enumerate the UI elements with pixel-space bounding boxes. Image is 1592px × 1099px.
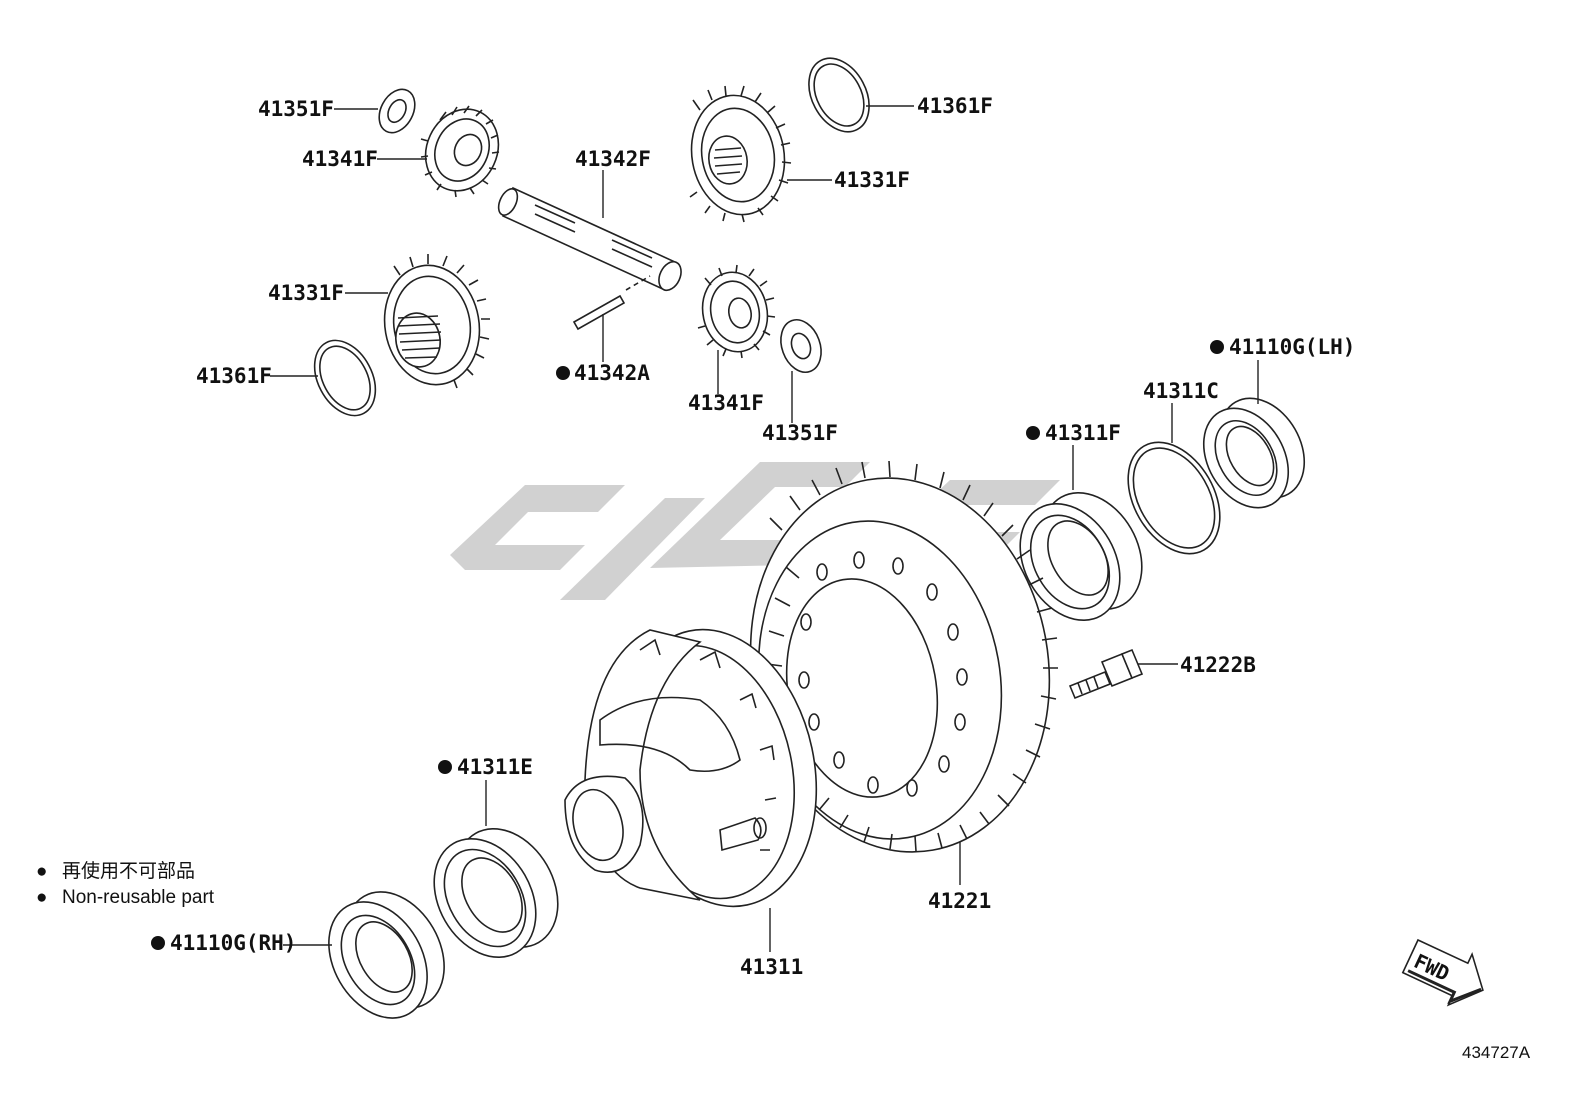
- thrust-washer-41351F-bottom: [780, 319, 822, 373]
- non-reusable-marker-41311E: [438, 760, 452, 774]
- label-41331F-right: 41331F: [834, 168, 910, 192]
- fwd-direction-arrow: FWD: [1401, 938, 1484, 1007]
- label-41331F-left: 41331F: [268, 281, 344, 305]
- label-41110G-RH: 41110G(RH): [170, 931, 296, 955]
- label-41342F: 41342F: [575, 147, 651, 171]
- label-41341F-bottom: 41341F: [688, 391, 764, 415]
- legend-text-japanese: 再使用不可部品: [62, 860, 195, 882]
- legend-marker-1: ●: [36, 861, 47, 882]
- pinion-gear-41341F-bottom: [697, 264, 776, 359]
- pinion-shaft-41342F: [497, 186, 682, 292]
- label-41311F: 41311F: [1045, 421, 1121, 445]
- legend-marker-2: ●: [36, 887, 47, 908]
- label-41222B: 41222B: [1180, 653, 1256, 677]
- pin-41342A: [572, 275, 651, 331]
- oil-seal-41110G-LH: [1202, 397, 1306, 509]
- bearing-41311F: [1019, 491, 1143, 622]
- legend: ● 再使用不可部品 ● Non-reusable part: [36, 860, 215, 908]
- label-41311: 41311: [740, 955, 803, 979]
- ring-gear-41221: [749, 460, 1058, 853]
- ring-gear-bolt-holes: [798, 551, 968, 797]
- label-41311E: 41311E: [457, 755, 533, 779]
- side-gear-41331F-left: [383, 254, 490, 389]
- non-reusable-marker-41110G-LH: [1210, 340, 1224, 354]
- shim-41311C: [1127, 441, 1221, 555]
- label-41341F-top: 41341F: [302, 147, 378, 171]
- bearing-41311E: [433, 827, 559, 959]
- label-41342A: 41342A: [574, 361, 650, 385]
- pinion-gear-41341F-top: [420, 105, 500, 198]
- bolt-41222B: [1068, 648, 1144, 700]
- label-41110G-LH: 41110G(LH): [1229, 335, 1355, 359]
- label-41351F-bottom: 41351F: [762, 421, 838, 445]
- non-reusable-marker-41110G-RH: [151, 936, 165, 950]
- non-reusable-marker-41342A: [556, 366, 570, 380]
- label-41221: 41221: [928, 889, 991, 913]
- label-41311C: 41311C: [1143, 379, 1219, 403]
- reference-code: 434727A: [1462, 1043, 1531, 1062]
- thrust-washer-41361F-left: [313, 339, 377, 417]
- legend-text-english: Non-reusable part: [62, 887, 215, 908]
- differential-case-41311: [564, 628, 818, 908]
- non-reusable-marker-41311F: [1026, 426, 1040, 440]
- thrust-washer-41351F-top: [378, 88, 416, 134]
- label-41351F-top: 41351F: [258, 97, 334, 121]
- thrust-washer-41361F-top: [808, 57, 870, 133]
- label-41361F-top: 41361F: [917, 94, 993, 118]
- oil-seal-41110G-RH: [328, 891, 445, 1019]
- label-41361F-left: 41361F: [196, 364, 272, 388]
- side-gear-41331F-right: [689, 85, 792, 223]
